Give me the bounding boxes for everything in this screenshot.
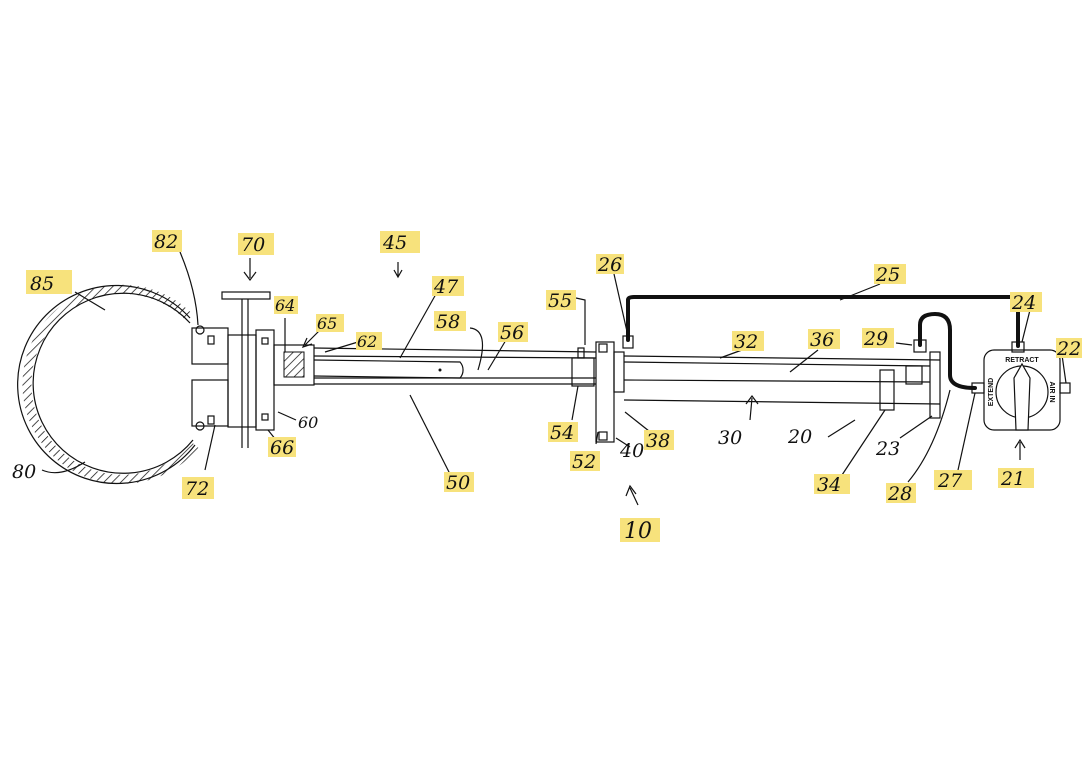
mid-flange	[571, 341, 625, 443]
label-58: 58	[436, 311, 460, 333]
label-80: 80	[12, 461, 36, 483]
label-52: 52	[572, 451, 596, 473]
label-47: 47	[433, 276, 459, 298]
label-82: 82	[154, 231, 178, 253]
label-54: 54	[550, 422, 574, 444]
label-25: 25	[875, 264, 900, 286]
label-29: 29	[863, 328, 888, 350]
fitting-22	[1059, 382, 1071, 394]
air-cylinder	[623, 351, 941, 419]
label-55: 55	[548, 290, 572, 312]
flange-66	[255, 329, 315, 431]
clamp	[191, 325, 257, 431]
label-10: 10	[624, 519, 652, 544]
fitting-29	[913, 339, 927, 353]
label-60: 60	[298, 413, 318, 432]
extend-label: EXTEND	[988, 378, 995, 406]
label-32: 32	[734, 331, 758, 353]
label-50: 50	[446, 472, 470, 494]
control-valve: RETRACT EXTEND AIR IN	[983, 349, 1061, 431]
label-66: 66	[270, 437, 294, 459]
label-62: 62	[357, 332, 377, 351]
label-36: 36	[810, 329, 834, 351]
label-30: 30	[718, 427, 742, 449]
label-38: 38	[646, 430, 670, 452]
label-27: 27	[937, 470, 963, 492]
label-26: 26	[597, 254, 622, 276]
label-45: 45	[382, 232, 407, 254]
label-85: 85	[30, 273, 54, 295]
label-24: 24	[1011, 292, 1036, 314]
label-21: 21	[1000, 468, 1025, 490]
label-23: 23	[875, 438, 900, 460]
pipe	[17, 284, 199, 485]
label-64: 64	[275, 296, 295, 315]
t-handle	[221, 291, 271, 448]
hose-28	[918, 311, 977, 390]
label-65: 65	[317, 314, 337, 333]
label-22: 22	[1056, 338, 1081, 360]
label-56: 56	[500, 322, 524, 344]
reference-numerals: 82 70 45 85 64 65 62 47 58 56 55 26 25 2…	[12, 230, 1082, 544]
retract-label: RETRACT	[1005, 357, 1039, 364]
label-40: 40	[619, 440, 644, 462]
leader-lines	[41, 251, 1067, 506]
label-28: 28	[887, 483, 912, 505]
label-20: 20	[787, 426, 812, 448]
outer-tube	[313, 347, 597, 385]
air-in-label: AIR IN	[1048, 382, 1055, 403]
label-34: 34	[817, 474, 841, 496]
fitting-24	[1011, 341, 1025, 353]
label-70: 70	[241, 234, 265, 256]
label-72: 72	[185, 478, 209, 500]
